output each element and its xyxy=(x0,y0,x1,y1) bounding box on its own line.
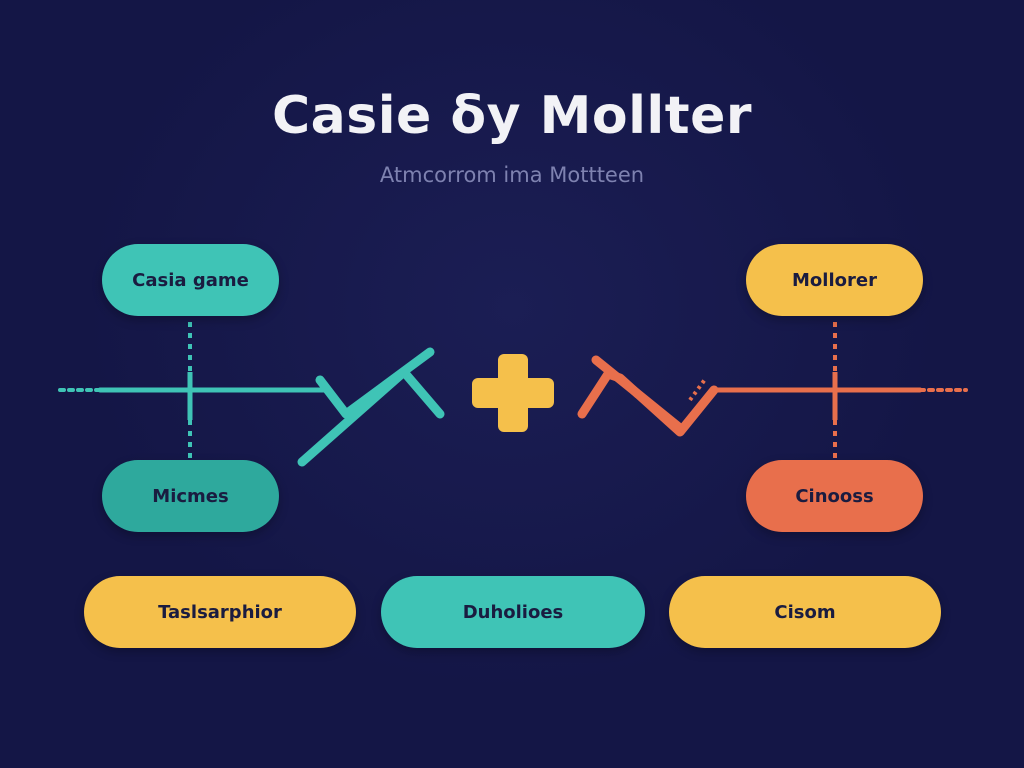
plus-icon xyxy=(472,354,554,432)
node-cisom[interactable]: Cisom xyxy=(669,576,941,648)
node-cisom-label: Cisom xyxy=(774,601,836,623)
left-arrow-tail xyxy=(399,367,445,419)
left-arrow-diagonal xyxy=(297,367,409,467)
node-cinooss[interactable]: Cinooss xyxy=(746,460,923,532)
node-duholioes-label: Duholioes xyxy=(462,601,564,623)
node-duholioes[interactable]: Duholioes xyxy=(381,576,645,648)
node-micmes[interactable]: Micmes xyxy=(102,460,279,532)
node-micmes-label: Micmes xyxy=(152,485,229,507)
node-casia-game-label: Casia game xyxy=(132,269,249,291)
node-cinooss-label: Cinooss xyxy=(795,485,874,507)
right-arrow-dots xyxy=(688,376,708,402)
right-arrow-diagonal xyxy=(591,355,685,433)
node-mollorer[interactable]: Mollorer xyxy=(746,244,923,316)
node-taslsarphior-label: Taslsarphior xyxy=(158,601,282,623)
node-mollorer-label: Mollorer xyxy=(792,269,877,291)
diagram-subtitle: Atmcorrom ima Mottteen xyxy=(379,163,645,187)
diagram-title: Casie δy Mollter xyxy=(271,86,752,146)
node-casia-game[interactable]: Casia game xyxy=(102,244,279,316)
node-taslsarphior[interactable]: Taslsarphior xyxy=(84,576,356,648)
